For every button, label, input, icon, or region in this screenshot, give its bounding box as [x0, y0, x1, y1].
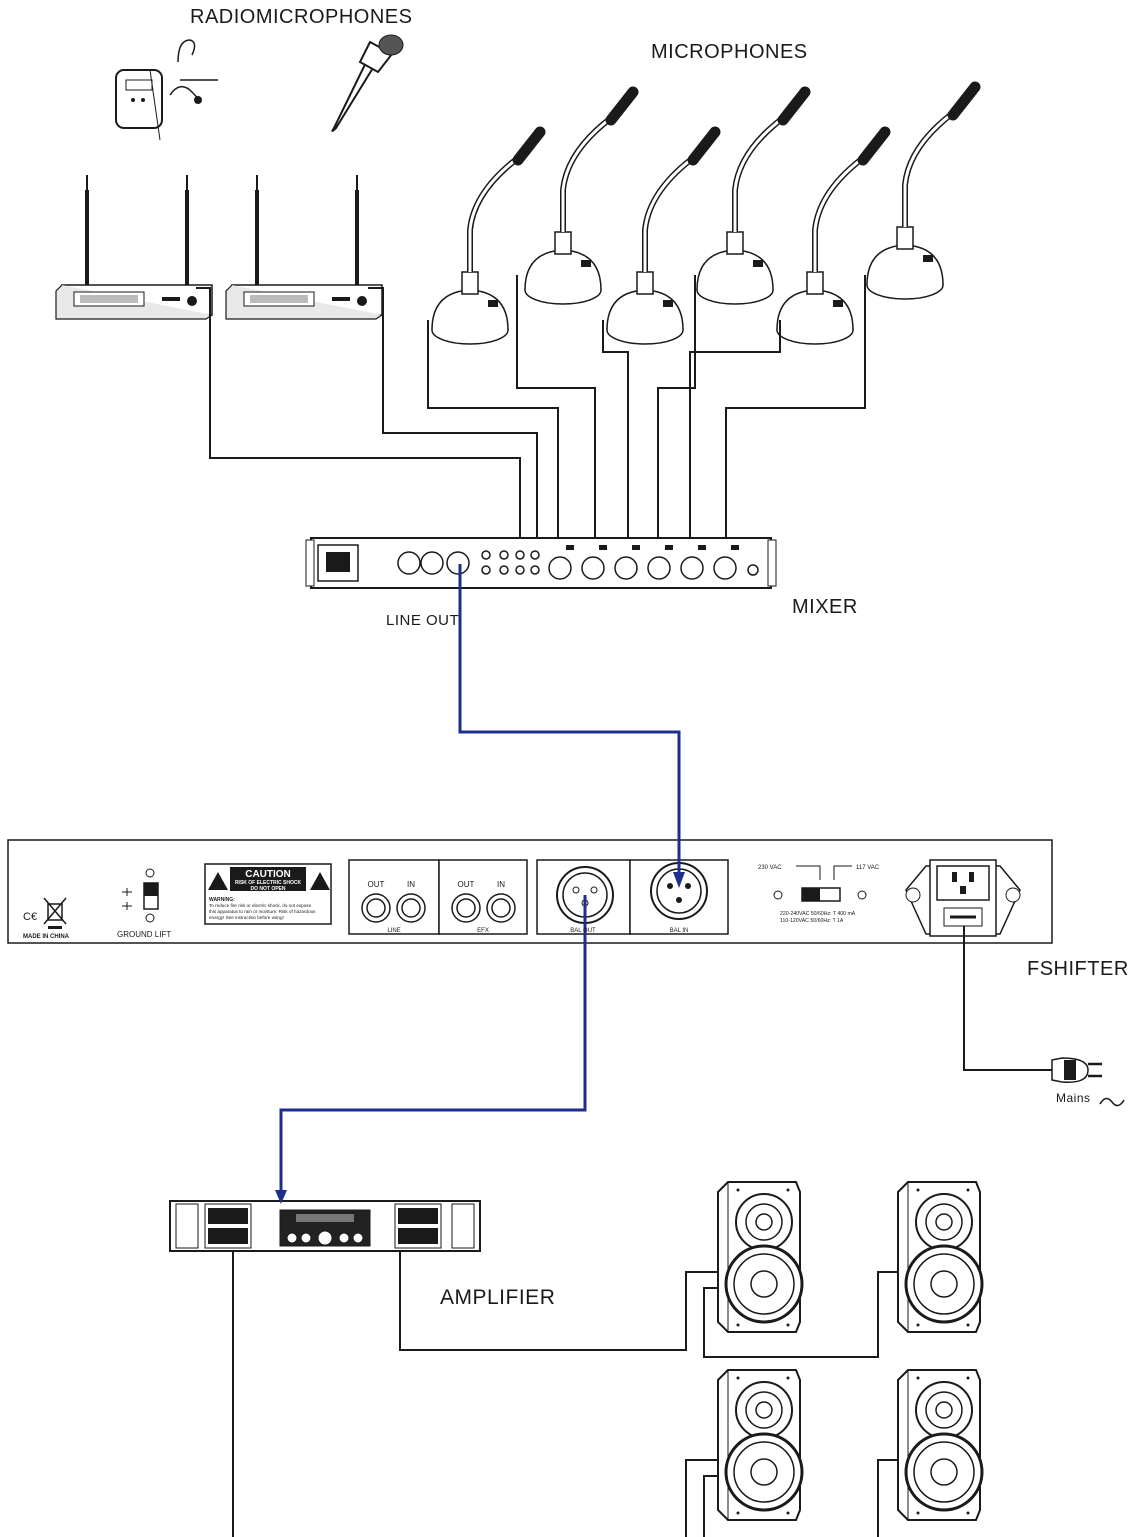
- gooseneck-mic-4: [697, 92, 805, 304]
- speaker-cables: [232, 1251, 900, 1537]
- warning-line-1: To reduce fire risk or electric shock, d…: [209, 903, 312, 908]
- line-section-label: LINE: [387, 928, 400, 934]
- fshifter-rear-panel: C€: [7, 839, 1053, 944]
- caution-sub2: DO NOT OPEN: [250, 886, 285, 892]
- headset-microphone: [169, 39, 218, 104]
- amplifier-label: AMPLIFIER: [440, 1286, 556, 1309]
- fshifter-label: FSHIFTER: [1027, 958, 1129, 980]
- bodypack-transmitter: [115, 69, 163, 141]
- input-cables: [196, 275, 866, 540]
- warning-title: WARNING:: [209, 897, 235, 903]
- line-in-jack-label: IN: [407, 880, 415, 889]
- signal-cable-fshifter-to-amplifier: [275, 895, 587, 1204]
- speaker-1: [716, 1180, 804, 1334]
- mains-label: Mains: [1056, 1091, 1091, 1105]
- ground-lift-text: GROUND LIFT: [117, 930, 171, 939]
- efx-in-jack-label: IN: [497, 880, 505, 889]
- fuse-spec-1: 220-240VAC 50/60Hz: T 400 mA: [780, 911, 856, 917]
- mains-cable: [963, 926, 1125, 1107]
- warning-line-2: this apparatus to rain or moisture. Risk…: [209, 909, 316, 914]
- bal-in-label: BAL IN: [670, 928, 689, 934]
- gooseneck-mic-5: [777, 132, 885, 344]
- line-out-jack-label: OUT: [368, 880, 385, 889]
- svg-text:C€: C€: [23, 911, 37, 923]
- gooseneck-mic-3: [607, 132, 715, 344]
- efx-section-label: EFX: [477, 928, 489, 934]
- speaker-3: [716, 1368, 804, 1522]
- gooseneck-mic-1: [432, 132, 540, 344]
- fuse-spec-2: 110-120VAC 50/60Hz: T 1A: [780, 918, 844, 924]
- made-in-china-text: MADE IN CHINA: [23, 934, 70, 940]
- signal-cable-mixer-to-fshifter: [458, 564, 685, 888]
- wireless-receiver-2: [224, 173, 384, 321]
- caution-sub1: RISK OF ELECTRIC SHOCK: [235, 880, 302, 886]
- bal-out-label: BAL OUT: [570, 928, 596, 934]
- mixer-label: MIXER: [792, 596, 858, 618]
- caution-title: CAUTION: [245, 869, 291, 880]
- warning-line-3: energy! See instruction before using!: [209, 915, 284, 920]
- gooseneck-mic-2: [525, 92, 633, 304]
- speaker-2: [896, 1180, 984, 1334]
- voltage-117-label: 117 VAC: [856, 865, 880, 871]
- efx-out-jack-label: OUT: [458, 880, 475, 889]
- line-out-label: LINE OUT: [386, 612, 460, 629]
- gooseneck-mic-6: [867, 87, 975, 299]
- wireless-receiver-1: [54, 173, 214, 321]
- mixer-rear-panel: [305, 537, 777, 589]
- handheld-microphone: [331, 34, 404, 132]
- microphones-label: MICROPHONES: [651, 41, 808, 63]
- radiomicrophones-label: RADIOMICROPHONES: [190, 6, 413, 28]
- voltage-230-label: 230 VAC: [758, 865, 782, 871]
- amplifier-front-panel: [169, 1200, 481, 1252]
- speaker-4: [896, 1368, 984, 1522]
